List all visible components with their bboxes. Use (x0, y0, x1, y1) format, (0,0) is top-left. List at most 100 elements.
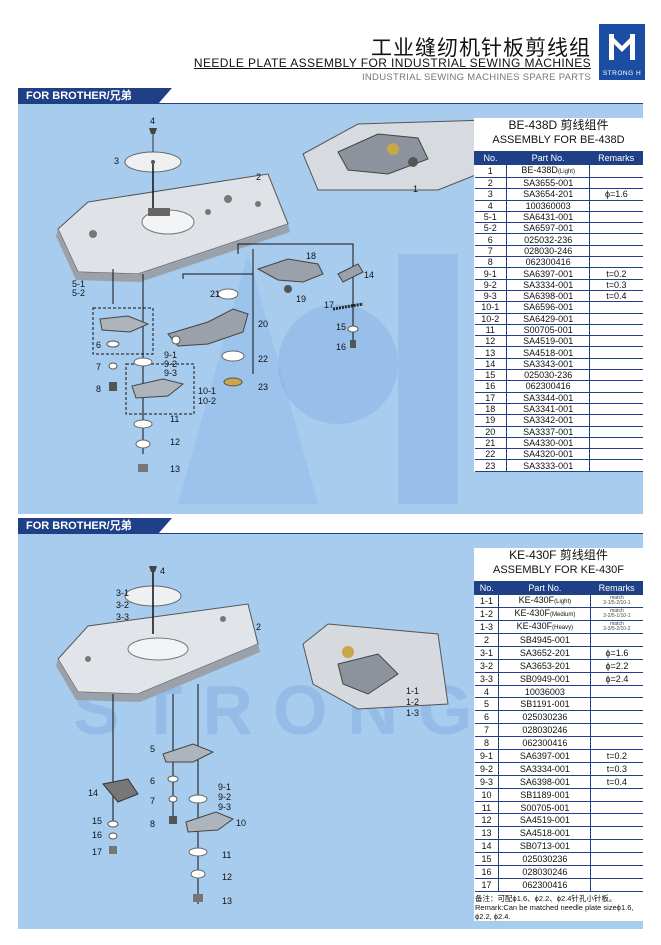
cell-part: SB0713-001 (498, 839, 592, 854)
brand-divider-1 (18, 103, 643, 104)
cell-remarks (590, 878, 643, 892)
part-number: 062300416 (522, 738, 568, 749)
remark-match: match (610, 621, 624, 627)
cell-remarks (589, 459, 643, 472)
part-number: SB0949-001 (519, 673, 570, 684)
cell-remarks (589, 177, 643, 190)
part-number: SA3654-201 (523, 189, 574, 200)
part-number: SA3652-201 (519, 647, 570, 658)
cell-no: 7 (474, 723, 500, 738)
callout-number: 9-1 (164, 350, 178, 360)
part-number: SA3343-001 (523, 358, 574, 369)
cell-remarks (589, 211, 643, 224)
callout-number: 3 (114, 156, 120, 166)
cell-remarks (589, 301, 643, 314)
callout-number: 11 (170, 414, 180, 424)
cell-part: SA6398-001 (506, 290, 591, 303)
cell-remarks (589, 369, 643, 382)
cell-part: SA6398-001 (498, 775, 592, 789)
callout-number: 13 (222, 896, 233, 906)
cell-remarks (589, 222, 643, 235)
part-number: SB4945-001 (519, 634, 570, 645)
part-number: SA6429-001 (523, 313, 574, 324)
callout-number: 14 (364, 270, 375, 280)
callout-number: 9-3 (218, 802, 232, 812)
table-title-en: ASSEMBLY FOR KE-430F (492, 564, 625, 576)
part-number: 028030-246 (524, 245, 573, 256)
cell-no: 15 (474, 369, 508, 382)
callout-number: 3-1 (116, 588, 130, 598)
cell-remarks (589, 380, 643, 393)
callout-number: 3-3 (116, 612, 130, 622)
cell-part: SA3344-001 (506, 392, 591, 404)
cell-remarks (590, 788, 643, 802)
page-header: 工业缝纫机针板剪线组 NEEDLE PLATE ASSEMBLY FOR IND… (0, 0, 661, 86)
callout-number: 9-1 (218, 782, 232, 792)
part-number: SA4330-001 (523, 437, 574, 448)
callout-number: 16 (92, 830, 103, 840)
part-number: SA6398-001 (523, 291, 574, 302)
cell-remarks (590, 710, 643, 725)
cell-no: 6 (474, 233, 508, 246)
cell-no: 1-3 (474, 620, 500, 634)
remark-match: match (610, 608, 624, 614)
part-number: 025030236 (522, 712, 568, 723)
cell-remarks (590, 723, 643, 738)
brand-logo: STRONG H (599, 24, 645, 80)
parts-table-ke430f: KE-430F 剪线组件 ASSEMBLY FOR KE-430F No. Pa… (473, 548, 643, 921)
cell-remarks: t=0.3 (590, 762, 643, 776)
cell-part: 028030246 (498, 865, 592, 879)
cell-remarks: t=0.4 (590, 775, 643, 789)
callout-number: 13 (170, 464, 181, 474)
cell-no: 23 (474, 459, 508, 472)
part-number: SA3337-001 (523, 426, 574, 437)
cell-no: 16 (474, 865, 500, 879)
callout-number: 18 (306, 251, 317, 261)
cell-remarks (589, 437, 643, 450)
callout-number: 23 (258, 382, 269, 392)
part-number: 062300416 (525, 381, 571, 392)
col-remarks: Remarks (589, 151, 643, 165)
cell-no: 12 (474, 335, 508, 348)
cell-part: 062300416 (498, 736, 592, 751)
part-weight-class: (Light) (557, 169, 575, 175)
callout-number: 10 (236, 818, 247, 828)
cell-remarks (590, 839, 643, 854)
part-weight-class: (Light) (554, 599, 572, 605)
cell-part: SA3654-201 (506, 188, 591, 201)
cell-part: SA4518-001 (498, 826, 592, 841)
part-number: KE-430F (514, 608, 550, 618)
cell-part: 062300416 (506, 256, 591, 269)
part-number: 10036003 (524, 686, 565, 697)
cell-part: SB1191-001 (498, 697, 592, 712)
brand-label-2: FOR BROTHER/兄弟 (18, 518, 172, 534)
cell-remarks (589, 414, 643, 427)
part-number: 100360003 (525, 200, 571, 211)
cell-part: SA3334-001 (506, 279, 591, 291)
page-title-en: NEEDLE PLATE ASSEMBLY FOR INDUSTRIAL SEW… (193, 56, 591, 70)
part-number: BE-438D (521, 165, 558, 175)
cell-part: 100360003 (506, 200, 591, 212)
callout-number: 14 (88, 788, 99, 798)
cell-part: SA3334-001 (498, 762, 592, 776)
cell-no: 9-2 (474, 279, 508, 291)
part-number: SA6597-001 (523, 223, 574, 234)
part-number: 025032-236 (524, 234, 573, 245)
